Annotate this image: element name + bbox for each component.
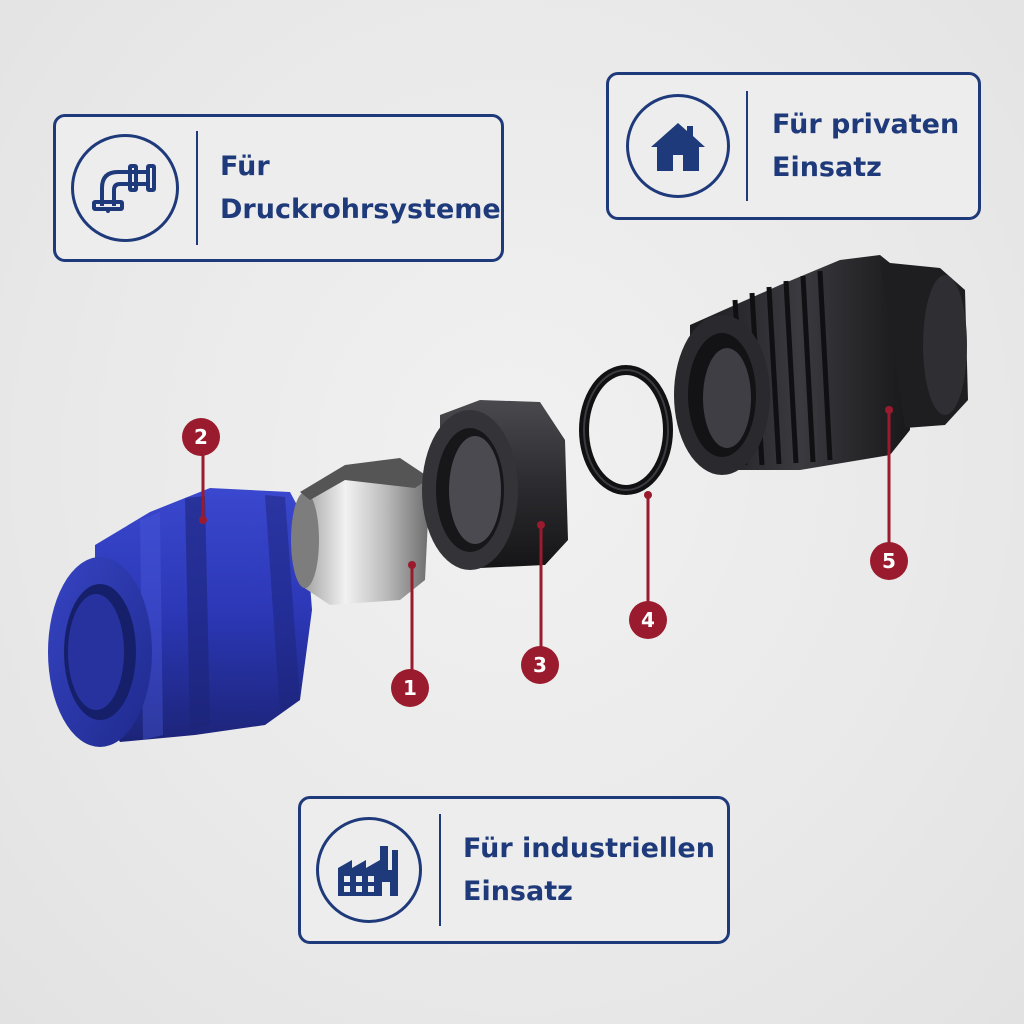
card-divider [196, 131, 198, 245]
o-ring-part [579, 365, 673, 495]
union-nut-part [48, 488, 312, 747]
card-label-line2: Druckrohrsysteme [220, 194, 501, 225]
part-badge-2-number: 2 [194, 425, 208, 449]
feature-card-private-use: Für privaten Einsatz [606, 72, 981, 220]
part-badge-5-number: 5 [882, 549, 896, 573]
part-badge-3-number: 3 [533, 653, 547, 677]
card-label: Für industriellen Einsatz [463, 827, 715, 913]
card-label: Für Druckrohrsysteme [220, 145, 501, 231]
clamping-ring-part [291, 458, 430, 605]
feature-card-industrial-use: Für industriellen Einsatz [298, 796, 730, 944]
support-ring-part [422, 400, 568, 570]
threaded-body-part [674, 255, 968, 475]
feature-card-pressure-pipes: Für Druckrohrsysteme [53, 114, 504, 262]
part-badge-1: 1 [391, 669, 429, 707]
card-divider [746, 91, 748, 201]
card-label-line1: Für [220, 151, 270, 182]
factory-icon [316, 817, 422, 923]
part-badge-3: 3 [521, 646, 559, 684]
part-badge-2: 2 [182, 418, 220, 456]
callout-lines [201, 410, 891, 670]
card-label-line1: Für industriellen [463, 833, 715, 864]
pipe-icon [71, 134, 179, 242]
part-badge-4-number: 4 [641, 608, 655, 632]
part-badge-5: 5 [870, 542, 908, 580]
card-label-line2: Einsatz [772, 152, 882, 183]
card-divider [439, 814, 441, 926]
part-badge-4: 4 [629, 601, 667, 639]
card-label-line1: Für privaten [772, 109, 960, 140]
card-label: Für privaten Einsatz [772, 103, 959, 189]
part-badge-1-number: 1 [403, 676, 417, 700]
callout-dots [199, 406, 893, 569]
card-label-line2: Einsatz [463, 876, 573, 907]
house-icon [626, 94, 730, 198]
